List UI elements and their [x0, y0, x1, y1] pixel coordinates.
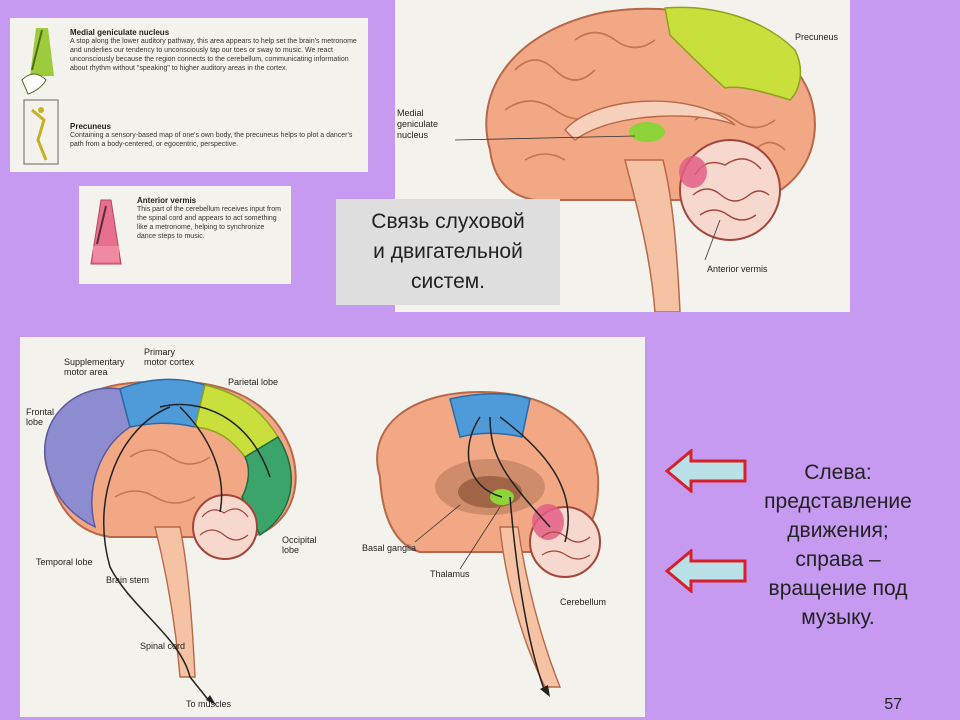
- sma-label-line2: motor area: [64, 367, 108, 377]
- cerebellum-label: Cerebellum: [560, 597, 606, 607]
- thalamus-label: Thalamus: [430, 569, 470, 579]
- bottom-brain-diagram: Supplementary motor area Primary motor c…: [26, 347, 606, 709]
- frontal-label-line1: Frontal: [26, 407, 54, 417]
- muscles-label: To muscles: [186, 699, 232, 709]
- side-line-1: Слева:: [804, 461, 872, 484]
- arrow-left-icon-2: [665, 549, 747, 593]
- top-brain-diagram: Precuneus Medial geniculate nucleus Ante…: [397, 6, 839, 312]
- mgn-label-line2: geniculate: [397, 119, 438, 129]
- temporal-label: Temporal lobe: [36, 557, 93, 567]
- legend-panel-vermis: Anterior vermis This part of the cerebel…: [79, 186, 291, 284]
- basal-ganglia-label: Basal ganglia: [362, 543, 416, 553]
- arrow-left-icon-1: [665, 449, 747, 493]
- caption-line-3: систем.: [410, 270, 486, 293]
- vermis-legend-text: This part of the cerebellum receives inp…: [137, 206, 281, 240]
- side-line-6: музыку.: [801, 606, 875, 629]
- mgn-label-line3: nucleus: [397, 130, 429, 140]
- legend-panel-mgn-precuneus: Medial geniculate nucleus A stop along t…: [10, 18, 368, 172]
- pmc-label-line2: motor cortex: [144, 357, 195, 367]
- caption-box: Связь слуховой и двигательной систем.: [336, 199, 560, 305]
- frontal-label-line2: lobe: [26, 417, 43, 427]
- vermis-legend-title: Anterior vermis: [137, 196, 197, 205]
- side-line-4: справа –: [795, 548, 881, 571]
- mgn-legend-title: Medial geniculate nucleus: [70, 28, 170, 37]
- top-brain-panel: Precuneus Medial geniculate nucleus Ante…: [395, 0, 850, 312]
- caption-line-2: и двигательной: [373, 240, 523, 263]
- side-line-3: движения;: [787, 519, 889, 542]
- occipital-label-line1: Occipital: [282, 535, 317, 545]
- precuneus-legend-text: Containing a sensory-based map of one's …: [70, 132, 353, 148]
- mgn-label-line1: Medial: [397, 108, 424, 118]
- precuneus-legend-title: Precuneus: [70, 122, 111, 131]
- pmc-label-line1: Primary: [144, 347, 175, 357]
- sma-label-line1: Supplementary: [64, 357, 125, 367]
- spinal-label: Spinal cord: [140, 641, 185, 651]
- brainstem-label: Brain stem: [106, 575, 149, 585]
- side-line-2: представление: [764, 490, 912, 513]
- bottom-brain-panel: Supplementary motor area Primary motor c…: [20, 337, 645, 717]
- side-description: Слева: представление движения; справа – …: [738, 458, 938, 632]
- metronome-icon: [90, 199, 122, 265]
- precuneus-label: Precuneus: [795, 32, 839, 42]
- side-line-5: вращение под: [768, 577, 908, 600]
- vermis-label: Anterior vermis: [707, 264, 768, 274]
- caption-line-1: Связь слуховой: [371, 210, 525, 233]
- parietal-label: Parietal lobe: [228, 377, 278, 387]
- mgn-legend-text: A stop along the lower auditory pathway,…: [70, 38, 357, 72]
- occipital-label-line2: lobe: [282, 545, 299, 555]
- metronome-dancer-icon: [21, 28, 59, 165]
- page-number: 57: [884, 696, 902, 713]
